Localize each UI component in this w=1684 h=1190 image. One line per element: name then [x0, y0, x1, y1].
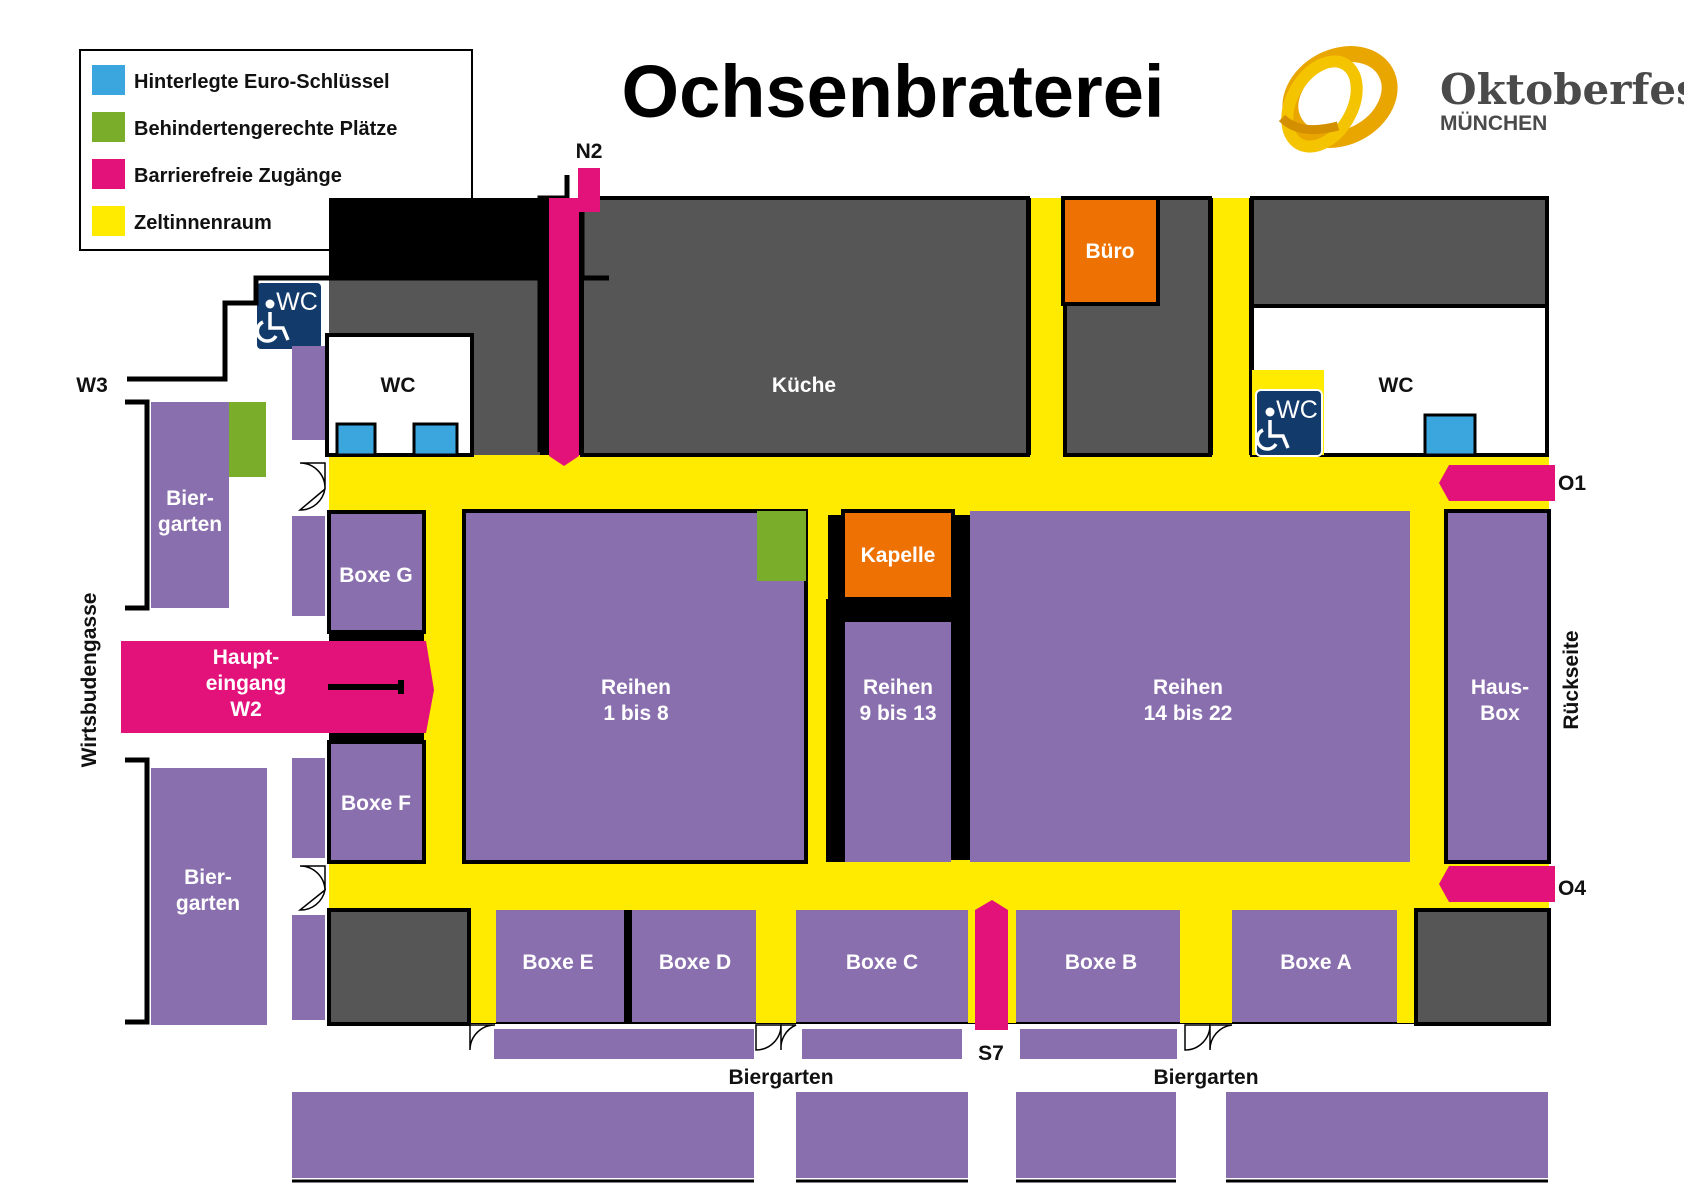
svg-text:Reihen: Reihen: [863, 676, 933, 699]
legend-swatch-interior: [92, 206, 125, 236]
svg-text:Boxe A: Boxe A: [1280, 951, 1352, 974]
main-entrance-label: Haupt- eingang W2: [206, 646, 287, 721]
svg-text:Bier-: Bier-: [166, 487, 214, 510]
wc-left-room: WC: [325, 333, 474, 457]
legend-label-euro-key: Hinterlegte Euro-Schlüssel: [134, 71, 390, 93]
boxe-d: Boxe D: [632, 910, 756, 1022]
biergarten-bottom-left: Bier- garten: [151, 768, 267, 1025]
oktoberfest-logo: Oktoberfest MÜNCHEN: [1278, 46, 1684, 153]
svg-text:Boxe E: Boxe E: [522, 951, 593, 974]
brand-name: Oktoberfest: [1440, 65, 1684, 114]
street-left-label: Wirtsbudengasse: [78, 593, 101, 768]
svg-text:Boxe F: Boxe F: [341, 792, 411, 815]
accessible-wc-icon: WC: [255, 281, 323, 351]
svg-text:Box: Box: [1480, 702, 1520, 725]
svg-text:9 bis 13: 9 bis 13: [859, 702, 936, 725]
haus-box: Haus- Box: [1444, 509, 1551, 864]
svg-text:1 bis 8: 1 bis 8: [603, 702, 669, 725]
legend-label-interior: Zeltinnenraum: [134, 212, 272, 234]
accessible-seats: [229, 402, 266, 477]
svg-text:WC: WC: [276, 288, 318, 316]
exit-w3-label: W3: [76, 374, 108, 397]
wc-left-label: WC: [381, 374, 416, 397]
legend-swatch-barrier-free: [92, 159, 125, 189]
svg-text:Reihen: Reihen: [1153, 676, 1223, 699]
entrance-bar: [328, 684, 404, 690]
exit-s7-label: S7: [978, 1042, 1004, 1065]
kapelle-room: Kapelle: [841, 509, 955, 601]
office-label: Büro: [1086, 240, 1135, 263]
svg-text:garten: garten: [158, 513, 222, 536]
euro-key-box: [335, 422, 377, 457]
svg-text:Haupt-: Haupt-: [213, 646, 280, 669]
euro-key-box: [1423, 413, 1477, 457]
service-room: [327, 908, 471, 1026]
biergarten-bottom: [292, 1029, 1548, 1178]
svg-text:14 bis 22: 14 bis 22: [1144, 702, 1233, 725]
svg-text:Boxe G: Boxe G: [339, 564, 413, 587]
door: [297, 462, 1233, 1051]
svg-text:Haus-: Haus-: [1471, 676, 1529, 699]
page-title: Ochsenbraterei: [622, 50, 1165, 133]
biergarten-label: Biergarten: [1153, 1066, 1258, 1089]
legend-label-barrier-free: Barrierefreie Zugänge: [134, 165, 342, 187]
boxe-f: Boxe F: [327, 740, 426, 864]
svg-text:W2: W2: [230, 698, 262, 721]
legend-swatch-accessible: [92, 112, 125, 142]
svg-text:eingang: eingang: [206, 672, 287, 695]
exit-n2-label: N2: [576, 140, 603, 163]
euro-key-box: [412, 422, 459, 457]
boxe-b: Boxe B: [1016, 910, 1180, 1022]
boxe-g: Boxe G: [327, 510, 426, 634]
boxe-a: Boxe A: [1232, 910, 1397, 1022]
svg-text:WC: WC: [1276, 396, 1318, 424]
svg-text:Boxe C: Boxe C: [846, 951, 918, 974]
seating-reihen-1-8: Reihen 1 bis 8: [462, 509, 808, 864]
boxe-e: Boxe E: [496, 910, 624, 1022]
brand-city: MÜNCHEN: [1440, 112, 1547, 135]
kitchen-label: Küche: [772, 374, 836, 397]
service-room: [1414, 908, 1551, 1026]
side-tables: [292, 346, 325, 1020]
svg-text:garten: garten: [176, 892, 240, 915]
tent-interior: [329, 198, 1549, 1023]
svg-text:Reihen: Reihen: [601, 676, 671, 699]
seating-reihen-14-22: Reihen 14 bis 22: [970, 511, 1410, 862]
legend: Hinterlegte Euro-Schlüssel Behindertenge…: [79, 49, 473, 251]
svg-text:Boxe B: Boxe B: [1065, 951, 1137, 974]
boxe-c: Boxe C: [796, 910, 968, 1022]
svg-text:Kapelle: Kapelle: [861, 544, 936, 567]
accessible-seats: [757, 511, 806, 581]
office-room: Büro: [1061, 196, 1160, 306]
legend-swatch-euro-key: [92, 65, 125, 95]
wc-right-label: WC: [1379, 374, 1414, 397]
exit-o4-label: O4: [1558, 877, 1586, 900]
legend-label-accessible: Behindertengerechte Plätze: [134, 118, 397, 140]
svg-text:Bier-: Bier-: [184, 866, 232, 889]
biergarten-top-left: Bier- garten: [151, 402, 266, 608]
street-right-label: Rückseite: [1560, 630, 1583, 729]
exit-o1-label: O1: [1558, 472, 1586, 495]
biergarten-label: Biergarten: [728, 1066, 833, 1089]
barrier-free-entrance: [121, 168, 1555, 1030]
accessible-wc-icon: WC: [1255, 389, 1323, 457]
svg-text:Boxe D: Boxe D: [659, 951, 731, 974]
seating-reihen-9-13: Reihen 9 bis 13: [826, 599, 951, 862]
